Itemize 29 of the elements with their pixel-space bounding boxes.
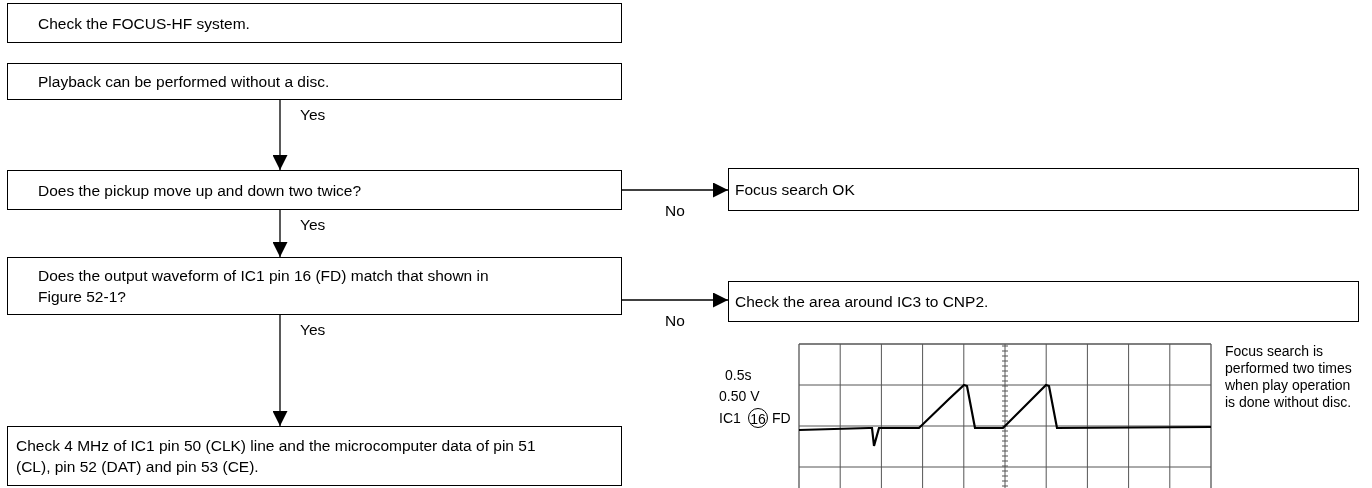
voltage-scale-label: 0.50 V — [719, 388, 760, 405]
edge-label: Yes — [300, 321, 326, 339]
arrow — [621, 182, 729, 198]
box-text: Check the FOCUS-HF system. — [38, 13, 250, 34]
box-text: Playback can be performed without a disc. — [38, 72, 330, 92]
process-box — [728, 168, 1359, 211]
arrow — [621, 292, 729, 308]
process-box — [728, 281, 1359, 322]
edge-label: Yes — [300, 216, 326, 234]
edge-label: Yes — [300, 106, 326, 124]
arrow — [272, 314, 288, 427]
box-text: Check 4 MHz of IC1 pin 50 (CLK) line and the microcomputer data of pin 51 (CL), pin 52 (DAT) and pin 53 (CE). — [16, 436, 537, 477]
edge-label: No — [665, 312, 685, 330]
note-text: Focus search is performed two times when play operation is done without disc. — [1225, 343, 1353, 411]
edge-label: No — [665, 202, 685, 220]
arrow — [272, 99, 288, 171]
box-text: Does the output waveform of IC1 pin 16 (FD) match that shown in Figure 52-1? — [38, 266, 490, 307]
process-box — [7, 426, 622, 486]
process-box — [7, 3, 622, 43]
ic-label: IC1 — [719, 410, 741, 427]
process-box — [7, 257, 622, 315]
box-text: Check the area around IC3 to CNP2. — [735, 292, 989, 312]
process-box — [7, 63, 622, 100]
process-box — [7, 170, 622, 210]
box-text: Focus search OK — [735, 180, 855, 200]
box-text: Does the pickup move up and down two twice? — [38, 180, 362, 201]
signal-name: FD — [772, 410, 791, 427]
arrow — [272, 209, 288, 258]
time-scale-label: 0.5s — [725, 367, 752, 384]
